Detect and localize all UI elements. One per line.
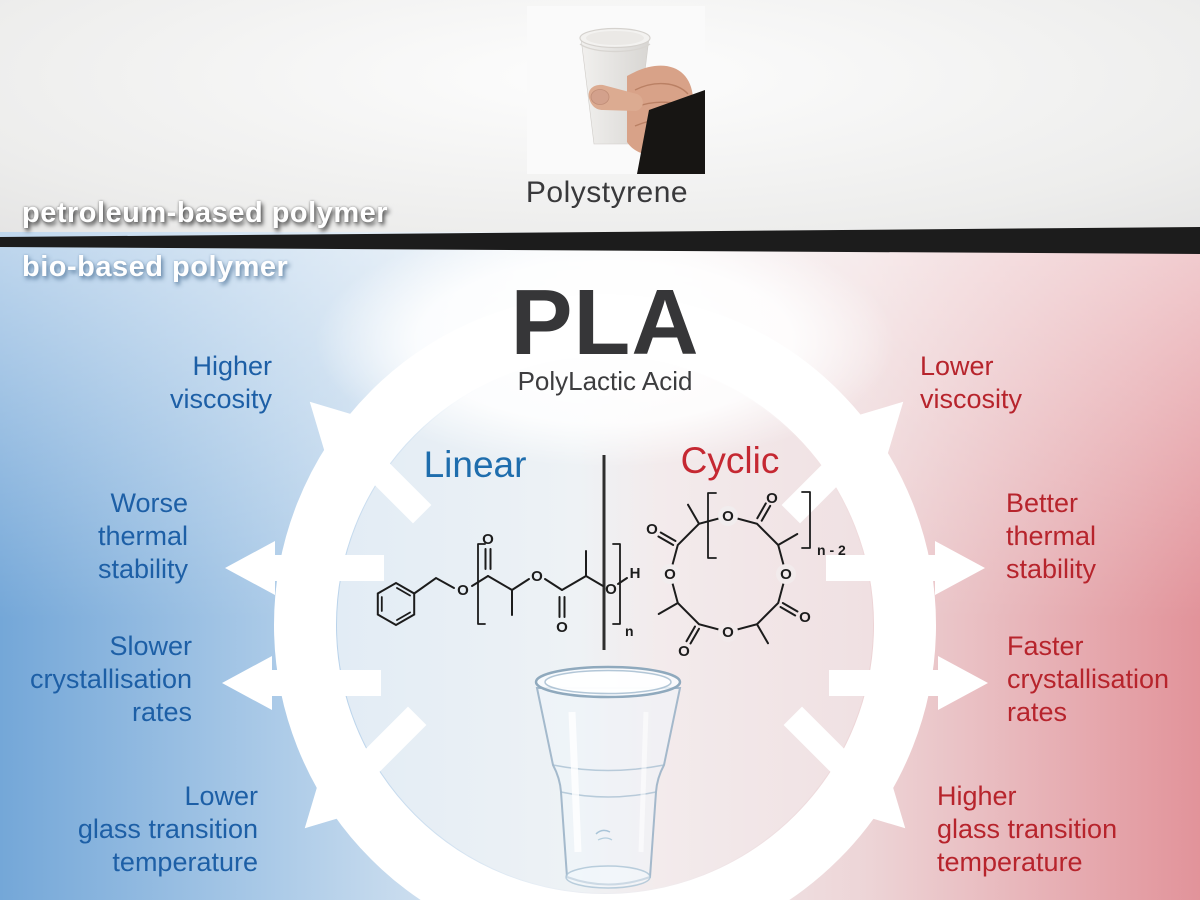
cyclic-structure-diagram: n - 2 O O O O O O O O <box>610 472 865 672</box>
pla-title: PLA <box>510 270 700 374</box>
plastic-cup-icon <box>534 665 682 889</box>
svg-text:n: n <box>625 623 634 639</box>
property-higher-glass-transition: Higher glass transition temperature <box>937 781 1118 877</box>
property-slower-crystallisation: Slower crystallisation rates <box>29 631 192 727</box>
comparison-ring <box>222 232 988 900</box>
svg-text:O: O <box>722 624 734 641</box>
svg-text:O: O <box>780 566 792 583</box>
pla-cup-photo <box>506 652 711 900</box>
property-faster-crystallisation: Faster crystallisation rates <box>1007 631 1170 727</box>
cup-logo-mark <box>595 829 613 841</box>
foam-cup-hand-icon <box>527 6 705 174</box>
svg-text:O: O <box>799 609 811 626</box>
pla-subtitle: PolyLactic Acid <box>517 366 693 396</box>
property-lower-glass-transition: Lower glass transition temperature <box>77 781 258 877</box>
polystyrene-label: Polystyrene <box>525 176 689 209</box>
polystyrene-cup-photo <box>527 6 705 174</box>
svg-text:n - 2: n - 2 <box>817 542 846 558</box>
bio-band-label: bio-based polymer <box>22 251 289 283</box>
svg-text:O: O <box>664 566 676 583</box>
linear-structure-diagram: O O O O O n H <box>366 520 646 645</box>
svg-text:O: O <box>457 582 469 599</box>
svg-text:H: H <box>630 565 641 582</box>
svg-text:O: O <box>556 619 568 636</box>
svg-text:O: O <box>531 568 543 585</box>
svg-text:O: O <box>646 521 658 538</box>
sleeve-icon <box>637 90 705 174</box>
svg-text:O: O <box>722 508 734 525</box>
petroleum-band-label: petroleum-based polymer <box>22 197 389 229</box>
linear-label: Linear <box>423 444 527 485</box>
property-worse-thermal-stability: Worse thermal stability <box>97 488 188 584</box>
section-divider-bar <box>0 227 1200 254</box>
cyclic-label: Cyclic <box>680 440 780 481</box>
property-lower-viscosity: Lower viscosity <box>920 351 1023 414</box>
svg-text:O: O <box>766 490 778 507</box>
petroleum-section: Polystyrene <box>0 0 1200 240</box>
white-ring <box>274 294 936 900</box>
svg-text:O: O <box>605 581 617 598</box>
property-higher-viscosity: Higher viscosity <box>169 351 272 414</box>
thumbnail-nail <box>590 89 610 105</box>
svg-text:O: O <box>482 531 494 548</box>
svg-text:O: O <box>678 643 690 660</box>
property-better-thermal-stability: Better thermal stability <box>1006 488 1097 584</box>
